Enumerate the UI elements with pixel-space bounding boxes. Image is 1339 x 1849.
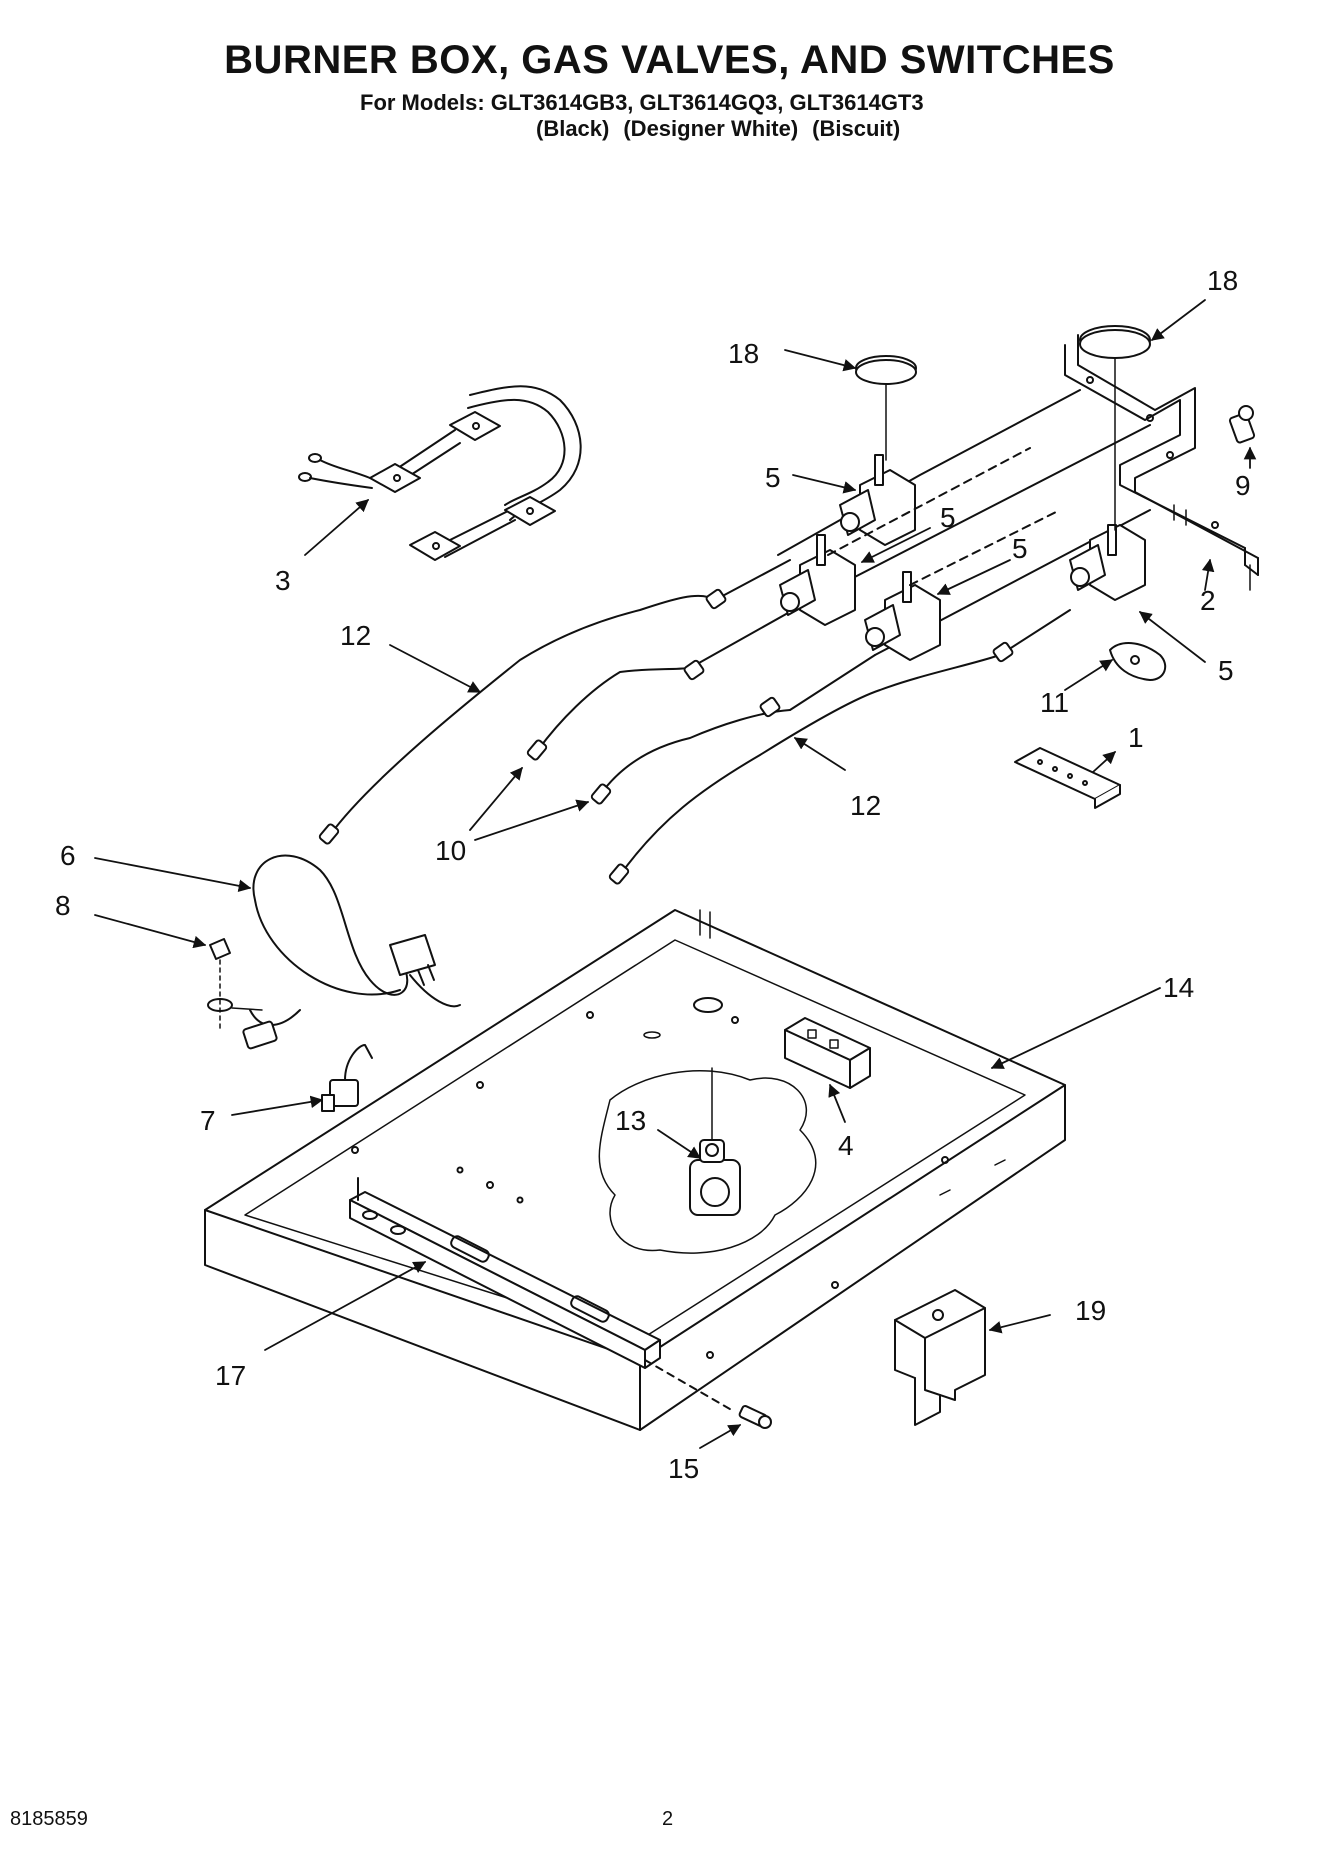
callout-7: 7 <box>200 1105 216 1136</box>
document-number: 8185859 <box>10 1808 88 1830</box>
callout-17: 17 <box>215 1360 246 1391</box>
screw-9 <box>1228 405 1256 444</box>
valve-3 <box>864 571 941 661</box>
callout-19: 19 <box>1075 1295 1106 1326</box>
variant-designer-white: (Designer White) <box>623 116 799 141</box>
models-line: For Models: GLT3614GB3, GLT3614GQ3, GLT3… <box>360 90 924 115</box>
tube-fittings <box>318 588 1014 885</box>
valve-4 <box>1069 524 1146 601</box>
variant-biscuit: (Biscuit) <box>812 116 901 141</box>
variant-black: (Black) <box>536 116 610 141</box>
callout-5-b: 5 <box>940 502 956 533</box>
callout-8: 8 <box>55 890 71 921</box>
callout-3: 3 <box>275 565 291 596</box>
gas-valves <box>779 454 1146 661</box>
callout-18-a: 18 <box>728 338 759 369</box>
wire-harness <box>298 385 582 561</box>
gas-tubes <box>329 389 1151 876</box>
callout-13: 13 <box>615 1105 646 1136</box>
callout-11: 11 <box>1040 687 1069 718</box>
callout-4: 4 <box>838 1130 854 1161</box>
screw-15 <box>738 1405 772 1429</box>
valve-1 <box>839 454 916 546</box>
page-title: BURNER BOX, GAS VALVES, AND SWITCHES <box>224 38 1115 82</box>
switch-7 <box>321 1044 373 1112</box>
switch-block <box>784 1017 871 1089</box>
leader-arrows <box>94 299 1257 1449</box>
bracket-1 <box>1014 747 1121 809</box>
callout-2: 2 <box>1200 585 1216 616</box>
callout-12-a: 12 <box>340 620 371 651</box>
alignment-lines <box>827 447 1061 586</box>
cutaway-regulator <box>598 1067 817 1254</box>
callout-12-b: 12 <box>850 790 881 821</box>
page-number: 2 <box>662 1808 674 1830</box>
callout-1: 1 <box>1128 722 1144 753</box>
manifold-rail <box>1064 334 1259 591</box>
callout-14: 14 <box>1163 972 1194 1003</box>
callout-18-b: 18 <box>1207 265 1238 296</box>
callout-15: 15 <box>668 1453 699 1484</box>
manifold-bracket <box>349 1177 736 1413</box>
callout-5-d: 5 <box>1218 655 1234 686</box>
callout-5-c: 5 <box>1012 533 1028 564</box>
clip-11 <box>1109 642 1167 681</box>
callout-5-a: 5 <box>765 462 781 493</box>
bracket-19 <box>894 1289 986 1426</box>
burner-caps <box>855 325 1151 385</box>
callout-9: 9 <box>1235 470 1251 501</box>
callout-10: 10 <box>435 835 466 866</box>
valve-2 <box>779 534 856 626</box>
power-cord <box>207 854 461 1050</box>
callout-6: 6 <box>60 840 76 871</box>
color-variants: (Black) (Designer White) (Biscuit) <box>536 116 914 142</box>
